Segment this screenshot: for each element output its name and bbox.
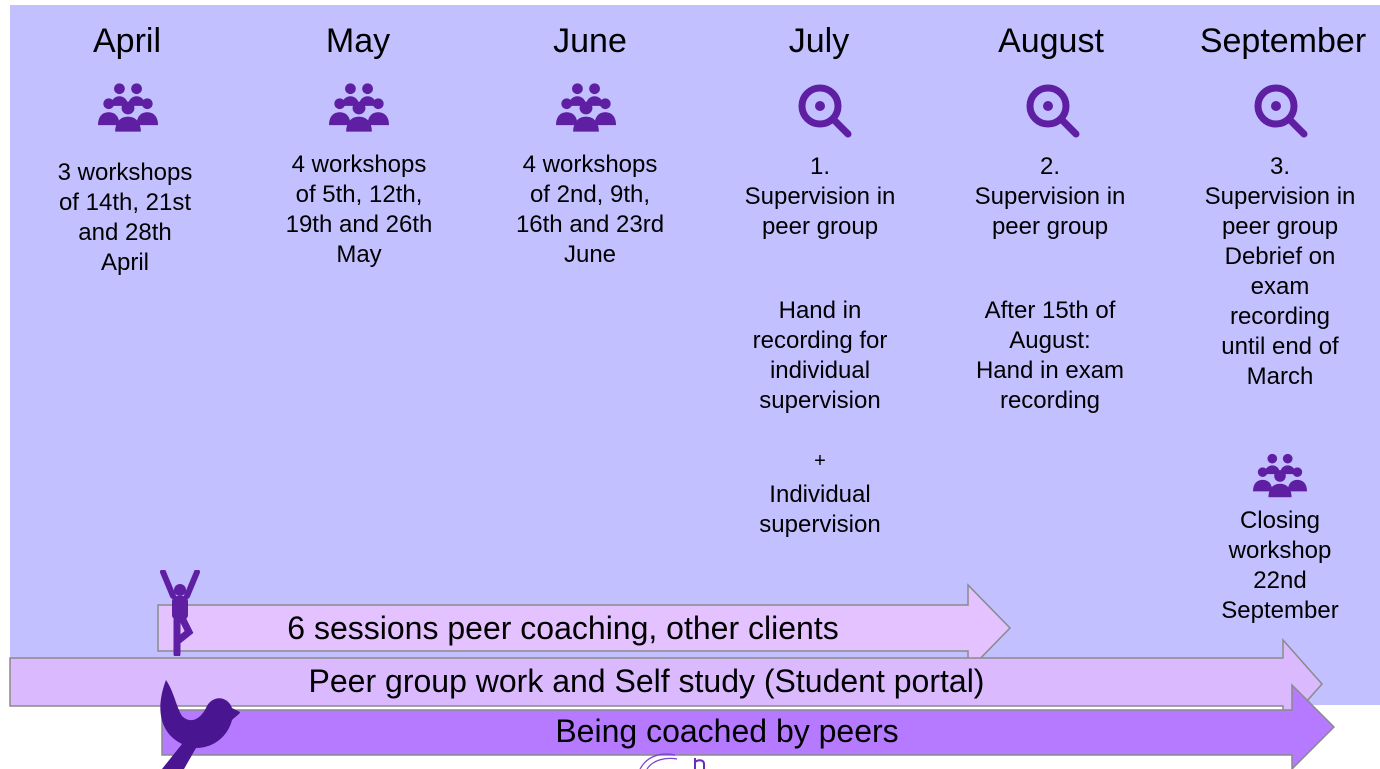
peer-group-label: Peer group work and Self study (Student …: [308, 663, 985, 699]
month-april: April: [92, 22, 162, 60]
month-may: May: [325, 22, 391, 60]
july-hand-in: Hand in recording for individual supervi…: [752, 297, 888, 414]
july-supervision: 1. Supervision in peer group: [744, 153, 896, 240]
month-june: June: [553, 22, 627, 60]
logo-icon: [639, 753, 705, 769]
timeline-panel: [10, 5, 1380, 705]
august-supervision: 2. Supervision in peer group: [974, 153, 1126, 240]
july-plus: +: [814, 450, 826, 472]
month-august: August: [998, 22, 1104, 60]
month-september: September: [1199, 22, 1367, 60]
bird-icon: [160, 680, 240, 769]
peer-coaching-label: 6 sessions peer coaching, other clients: [287, 610, 839, 646]
being-coached-label: Being coached by peers: [555, 713, 899, 749]
may-description: 4 workshops of 5th, 12th, 19th and 26th …: [285, 151, 433, 268]
august-hand-in: After 15th of August: Hand in exam recor…: [975, 297, 1125, 414]
september-closing: Closing workshop 22nd September: [1221, 507, 1339, 624]
peer-coaching-arrow: [157, 583, 1012, 673]
being-coached-arrow: [161, 683, 1336, 769]
yoga-person-icon: [160, 570, 200, 656]
month-july: July: [788, 22, 850, 60]
june-description: 4 workshops of 2nd, 9th, 16th and 23rd J…: [515, 151, 665, 268]
september-supervision: 3. Supervision in peer group Debrief on …: [1204, 153, 1356, 390]
april-description: 3 workshops of 14th, 21st and 28th April: [57, 159, 193, 276]
july-individual: Individual supervision: [759, 481, 881, 538]
